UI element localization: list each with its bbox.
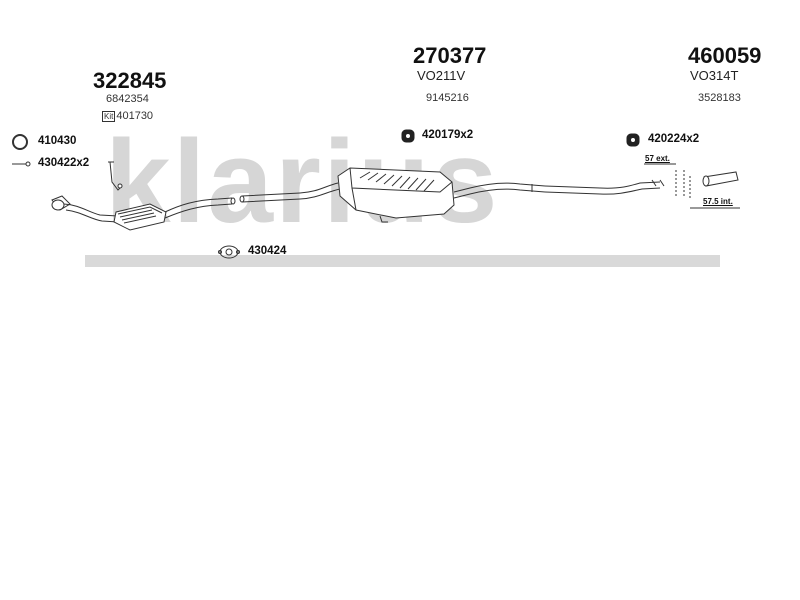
- dimension-external: 57 ext.: [645, 154, 670, 163]
- dimension-internal: 57.5 int.: [703, 197, 733, 206]
- kit-label: Kit: [102, 111, 116, 122]
- rear-pipe: [544, 163, 740, 209]
- gasket-icon: [218, 245, 240, 259]
- oem-number-middle-silencer: 9145216: [426, 92, 469, 104]
- accessory-gasket: 430424: [248, 245, 287, 257]
- accessory-clamp-ring: 410430: [38, 135, 77, 147]
- rubber-mount-icon: [626, 133, 640, 147]
- part-code-rear-pipe: VO314T: [690, 68, 739, 83]
- front-pipe-catalyst: [51, 161, 236, 231]
- kit-number: 401730: [116, 110, 154, 122]
- bolt-icon: [12, 161, 31, 167]
- part-number-middle-silencer: 270377: [413, 43, 487, 68]
- watermark-band: [85, 255, 720, 267]
- part-number-front-pipe: 322845: [93, 68, 167, 93]
- accessory-rubber-hanger: 420179x2: [422, 129, 474, 141]
- clamp-ring-icon: [12, 134, 28, 150]
- accessory-rubber-mount: 420224x2: [648, 133, 700, 145]
- oem-number-front-pipe: 6842354: [106, 93, 149, 105]
- part-code-middle-silencer: VO211V: [417, 68, 466, 83]
- part-number-rear-pipe: 460059: [688, 43, 762, 68]
- middle-silencer: [239, 167, 546, 223]
- accessory-bolts: 430422x2: [38, 157, 90, 169]
- oem-number-rear-pipe: 3528183: [698, 92, 741, 104]
- rubber-hanger-icon: [401, 129, 415, 143]
